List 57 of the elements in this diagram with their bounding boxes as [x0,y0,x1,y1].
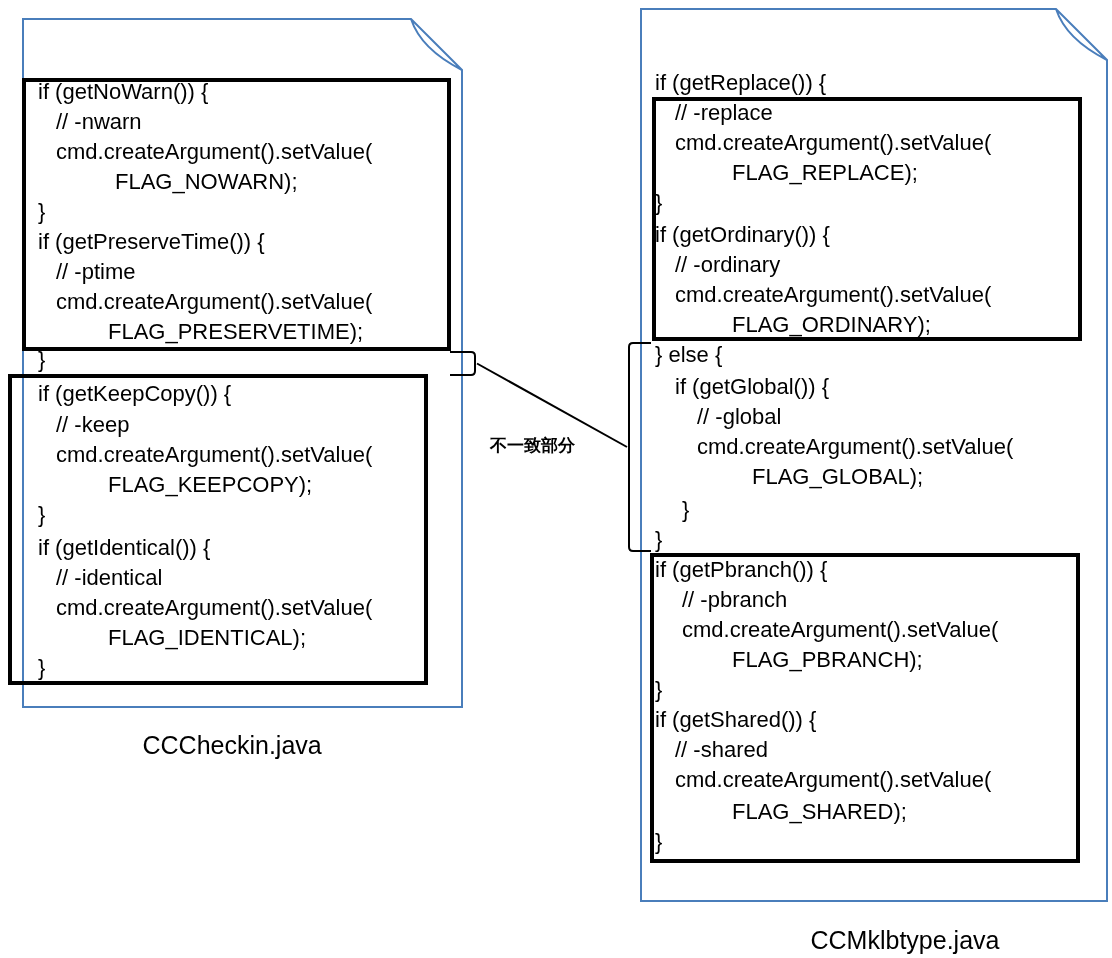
file-name-caption: CCCheckin.java [142,730,322,760]
code-line: if (getShared()) { [655,707,817,733]
code-line: if (getNoWarn()) { [38,79,209,105]
highlight-box [22,78,451,351]
code-line: if (getIdentical()) { [38,535,211,561]
connector-line [476,362,628,448]
code-line: cmd.createArgument().setValue( [675,767,992,793]
code-line: FLAG_KEEPCOPY); [108,472,313,498]
code-line: // -shared [675,737,768,763]
code-line: cmd.createArgument().setValue( [697,434,1014,460]
code-line: } else { [655,342,723,368]
code-line: FLAG_PBRANCH); [732,647,923,673]
code-line: cmd.createArgument().setValue( [56,139,373,165]
code-line: // -pbranch [682,587,788,613]
code-line: // -keep [56,412,130,438]
code-line: } [38,347,46,373]
code-line: if (getPreserveTime()) { [38,229,265,255]
code-line: } [38,502,46,528]
code-line: cmd.createArgument().setValue( [56,595,373,621]
code-line: if (getPbranch()) { [655,557,828,583]
bracket [627,341,651,553]
code-line: } [655,677,663,703]
code-line: cmd.createArgument().setValue( [675,130,992,156]
code-line: } [38,655,46,681]
code-line: // -replace [675,100,773,126]
code-line: FLAG_GLOBAL); [752,464,924,490]
code-line: FLAG_ORDINARY); [732,312,931,338]
highlight-box [652,97,1082,341]
code-line: } [655,527,663,553]
code-line: FLAG_NOWARN); [115,169,298,195]
code-line: cmd.createArgument().setValue( [56,289,373,315]
highlight-box [650,553,1080,863]
code-line: FLAG_PRESERVETIME); [108,319,364,345]
code-line: FLAG_SHARED); [732,799,907,825]
code-line: if (getKeepCopy()) { [38,381,232,407]
code-line: FLAG_REPLACE); [732,160,918,186]
code-line: // -ordinary [675,252,781,278]
code-line: FLAG_IDENTICAL); [108,625,307,651]
file-name-caption: CCMklbtype.java [810,925,1000,955]
bracket [450,350,477,377]
code-line: } [682,497,690,523]
code-line: // -global [697,404,782,430]
edge-label: 不一致部分 [488,435,577,457]
code-line: } [655,829,663,855]
code-line: // -ptime [56,259,136,285]
code-line: cmd.createArgument().setValue( [675,282,992,308]
document-page [640,8,1108,902]
code-line: cmd.createArgument().setValue( [682,617,999,643]
code-line: // -nwarn [56,109,142,135]
code-line: } [38,199,46,225]
code-line: // -identical [56,565,163,591]
highlight-box [8,374,428,685]
code-line: cmd.createArgument().setValue( [56,442,373,468]
code-line: } [655,190,663,216]
code-line: if (getReplace()) { [655,70,827,96]
code-line: if (getGlobal()) { [675,374,830,400]
code-line: if (getOrdinary()) { [655,222,830,248]
